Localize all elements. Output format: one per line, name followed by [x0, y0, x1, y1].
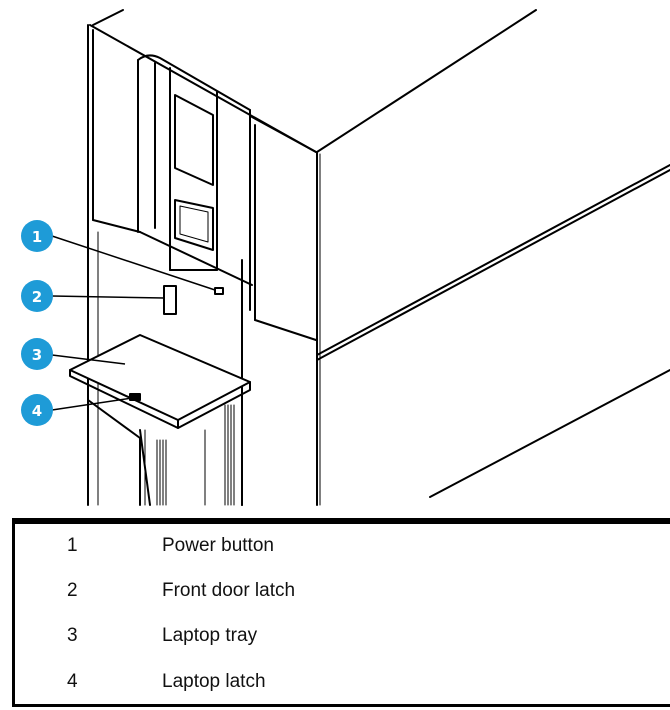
legend-number: 4	[67, 671, 78, 692]
callout-legend-table: 1 Power button 2 Front door latch 3 Lapt…	[12, 518, 670, 707]
legend-label: Laptop tray	[162, 625, 258, 646]
callout-badge-3: 3	[21, 338, 53, 370]
callout-badge-4: 4	[21, 394, 53, 426]
legend-number: 2	[67, 580, 78, 601]
front-door-latch-shape	[163, 285, 177, 315]
legend-label: Laptop latch	[162, 671, 266, 692]
laptop-tray-shape	[69, 334, 251, 506]
legend-number: 1	[67, 535, 78, 556]
callout-2-leader	[51, 295, 165, 299]
svg-text:3: 3	[32, 346, 42, 364]
callout-1-leader	[51, 235, 216, 291]
callout-badge-1: 1	[21, 220, 53, 252]
legend-label: Front door latch	[162, 580, 296, 601]
svg-text:1: 1	[32, 228, 42, 246]
library-cabinet-illustration: 1 2 3 4	[21, 9, 670, 506]
callout-4-leader	[51, 397, 133, 411]
legend-number: 3	[67, 625, 78, 646]
power-button-shape	[214, 287, 224, 295]
callout-badge-2: 2	[21, 280, 53, 312]
svg-text:4: 4	[32, 402, 42, 420]
front-cabinet	[87, 9, 317, 506]
callout-3-leader	[51, 354, 126, 365]
svg-text:2: 2	[32, 288, 42, 306]
legend-label: Power button	[162, 535, 274, 556]
display-window	[174, 94, 214, 251]
laptop-latch-shape	[129, 393, 141, 401]
side-cabinet	[316, 9, 670, 506]
vent-slots	[156, 404, 235, 506]
